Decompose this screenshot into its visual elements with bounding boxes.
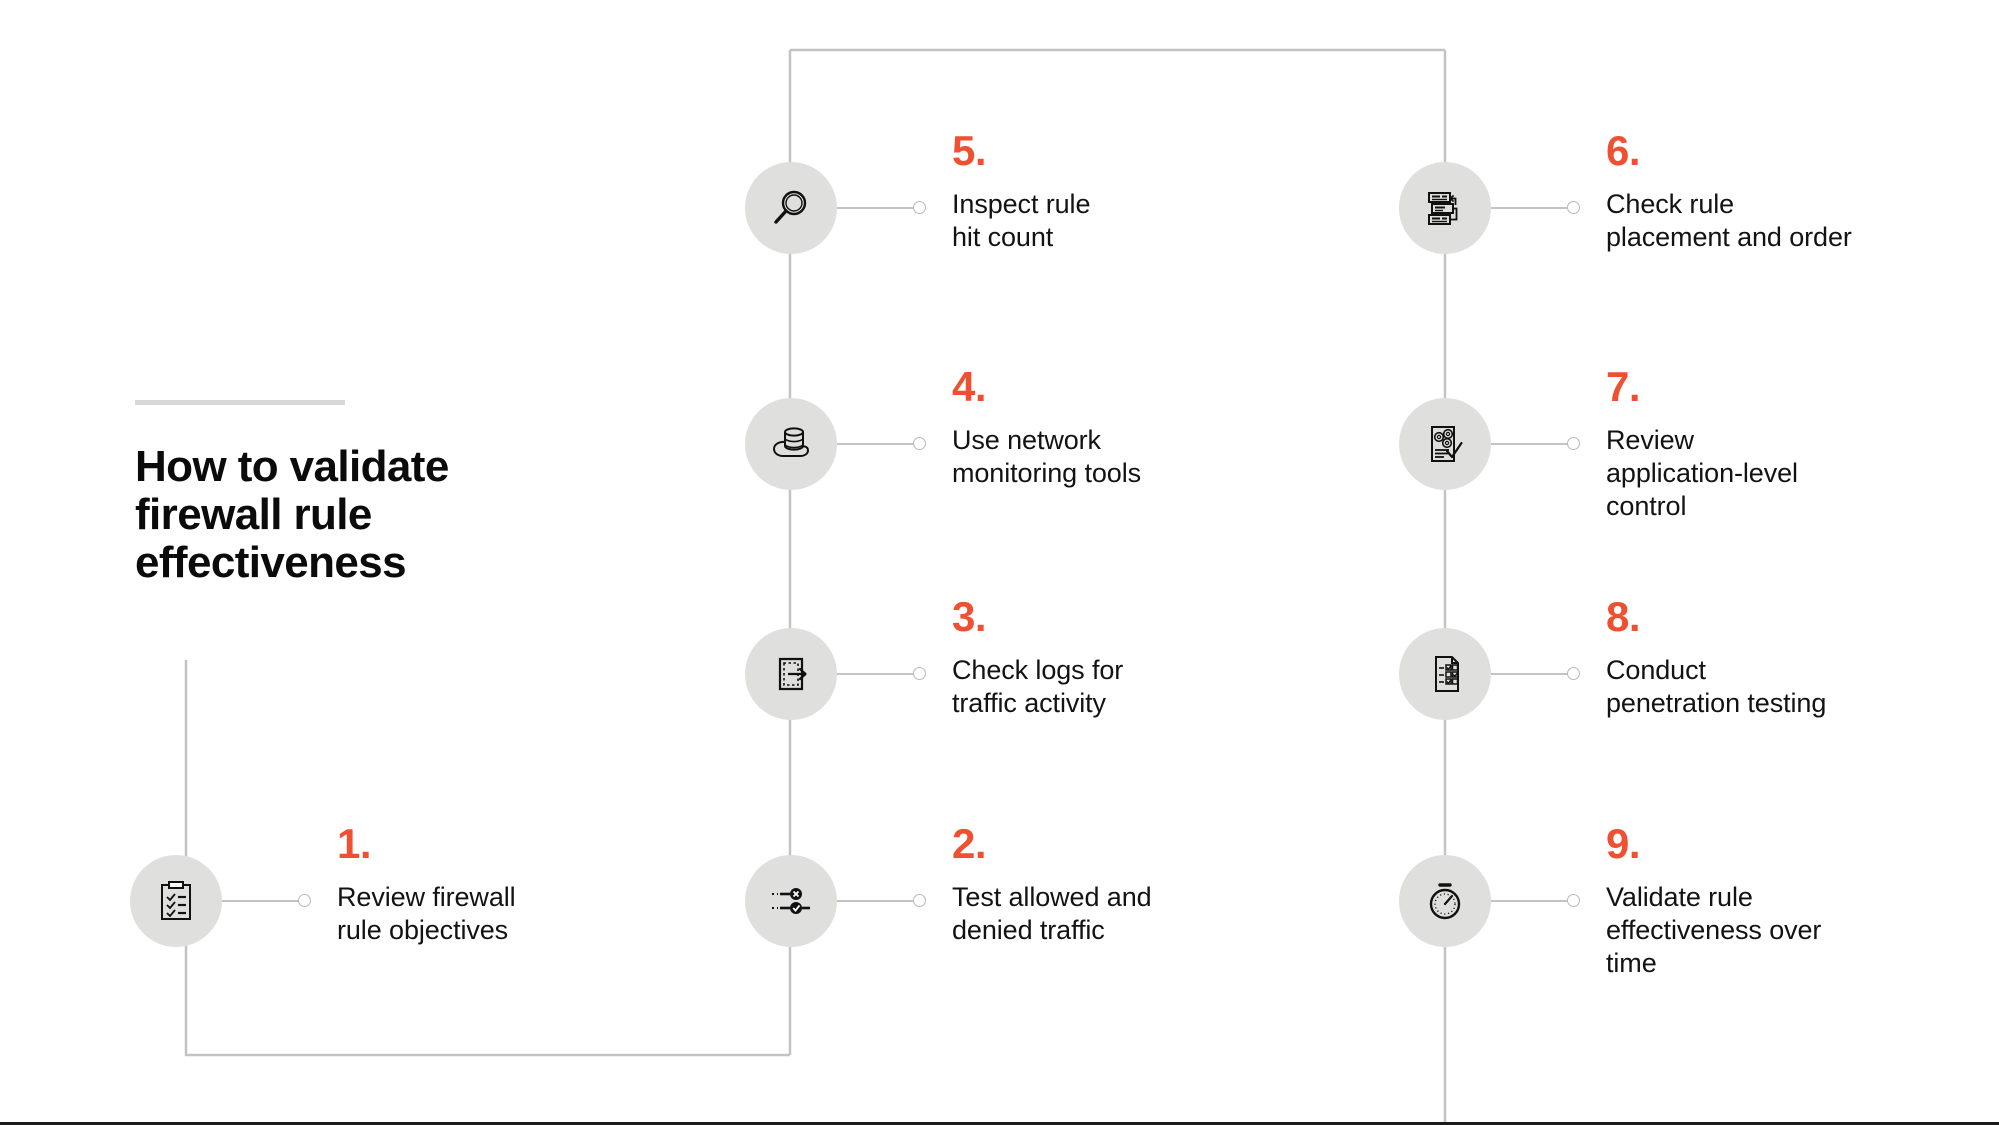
step-2-icon-disc [745, 855, 837, 947]
step-6-icon-disc [1399, 162, 1491, 254]
step-5-icon-disc [745, 162, 837, 254]
step-4-connector-stub [837, 443, 918, 445]
step-7-connector-stub [1491, 443, 1572, 445]
step-5-body: 5. Inspect rule hit count [952, 130, 1292, 254]
step-4-body: 4. Use network monitoring tools [952, 366, 1292, 490]
allow-deny-traffic-icon [772, 888, 810, 914]
step-8-connector-stub [1491, 673, 1572, 675]
step-9-icon-disc [1399, 855, 1491, 947]
log-export-arrow-icon [778, 657, 807, 691]
step-6-connector-stub [1491, 207, 1572, 209]
step-9-body: 9. Validate rule effectiveness over time [1606, 823, 1946, 980]
step-5-label: Inspect rule hit count [952, 189, 1091, 252]
page-title: How to validate firewall rule effectiven… [135, 442, 449, 587]
step-6-label: Check rule placement and order [1606, 189, 1852, 252]
step-4-connector-dot [913, 437, 926, 450]
step-6-number: 6. [1606, 127, 1641, 174]
step-2-connector-dot [913, 894, 926, 907]
document-gears-check-icon [1431, 426, 1463, 462]
cloud-database-icon [772, 427, 810, 457]
step-1-number: 1. [337, 820, 372, 867]
step-9-label: Validate rule effectiveness over time [1606, 882, 1822, 978]
step-8-body: 8. Conduct penetration testing [1606, 596, 1946, 720]
step-4-icon-disc [745, 398, 837, 490]
step-3-connector-stub [837, 673, 918, 675]
step-6-body: 6. Check rule placement and order [1606, 130, 1946, 254]
rule-order-list-icon [1428, 192, 1458, 225]
title-accent-rule [135, 400, 345, 405]
step-7-number: 7. [1606, 363, 1641, 410]
stopwatch-icon [1429, 883, 1461, 920]
step-2-body: 2. Test allowed and denied traffic [952, 823, 1292, 947]
step-1-connector-dot [298, 894, 311, 907]
step-7-label: Review application-level control [1606, 425, 1798, 521]
step-7-connector-dot [1567, 437, 1580, 450]
step-5-connector-stub [837, 207, 918, 209]
step-3-number: 3. [952, 593, 987, 640]
document-checkboxes-icon [1435, 656, 1459, 692]
step-2-number: 2. [952, 820, 987, 867]
step-4-label: Use network monitoring tools [952, 425, 1141, 488]
step-6-connector-dot [1567, 201, 1580, 214]
step-8-label: Conduct penetration testing [1606, 655, 1827, 718]
step-2-connector-stub [837, 900, 918, 902]
clipboard-checklist-icon [161, 881, 191, 920]
step-7-body: 7. Review application-level control [1606, 366, 1946, 523]
step-2-label: Test allowed and denied traffic [952, 882, 1152, 945]
title-block: How to validate firewall rule effectiven… [135, 400, 565, 587]
step-4-number: 4. [952, 363, 987, 410]
step-1-icon-disc [130, 855, 222, 947]
step-3-icon-disc [745, 628, 837, 720]
step-8-number: 8. [1606, 593, 1641, 640]
step-3-body: 3. Check logs for traffic activity [952, 596, 1292, 720]
bottom-rule [0, 1122, 1999, 1125]
step-9-number: 9. [1606, 820, 1641, 867]
step-3-label: Check logs for traffic activity [952, 655, 1124, 718]
step-7-icon-disc [1399, 398, 1491, 490]
step-9-connector-stub [1491, 900, 1572, 902]
step-8-icon-disc [1399, 628, 1491, 720]
step-1-connector-stub [222, 900, 303, 902]
step-8-connector-dot [1567, 667, 1580, 680]
step-3-connector-dot [913, 667, 926, 680]
step-5-connector-dot [913, 201, 926, 214]
step-1-label: Review firewall rule objectives [337, 882, 516, 945]
step-1-body: 1. Review firewall rule objectives [337, 823, 677, 947]
magnifying-glass-icon [774, 190, 807, 224]
step-9-connector-dot [1567, 894, 1580, 907]
step-5-number: 5. [952, 127, 987, 174]
